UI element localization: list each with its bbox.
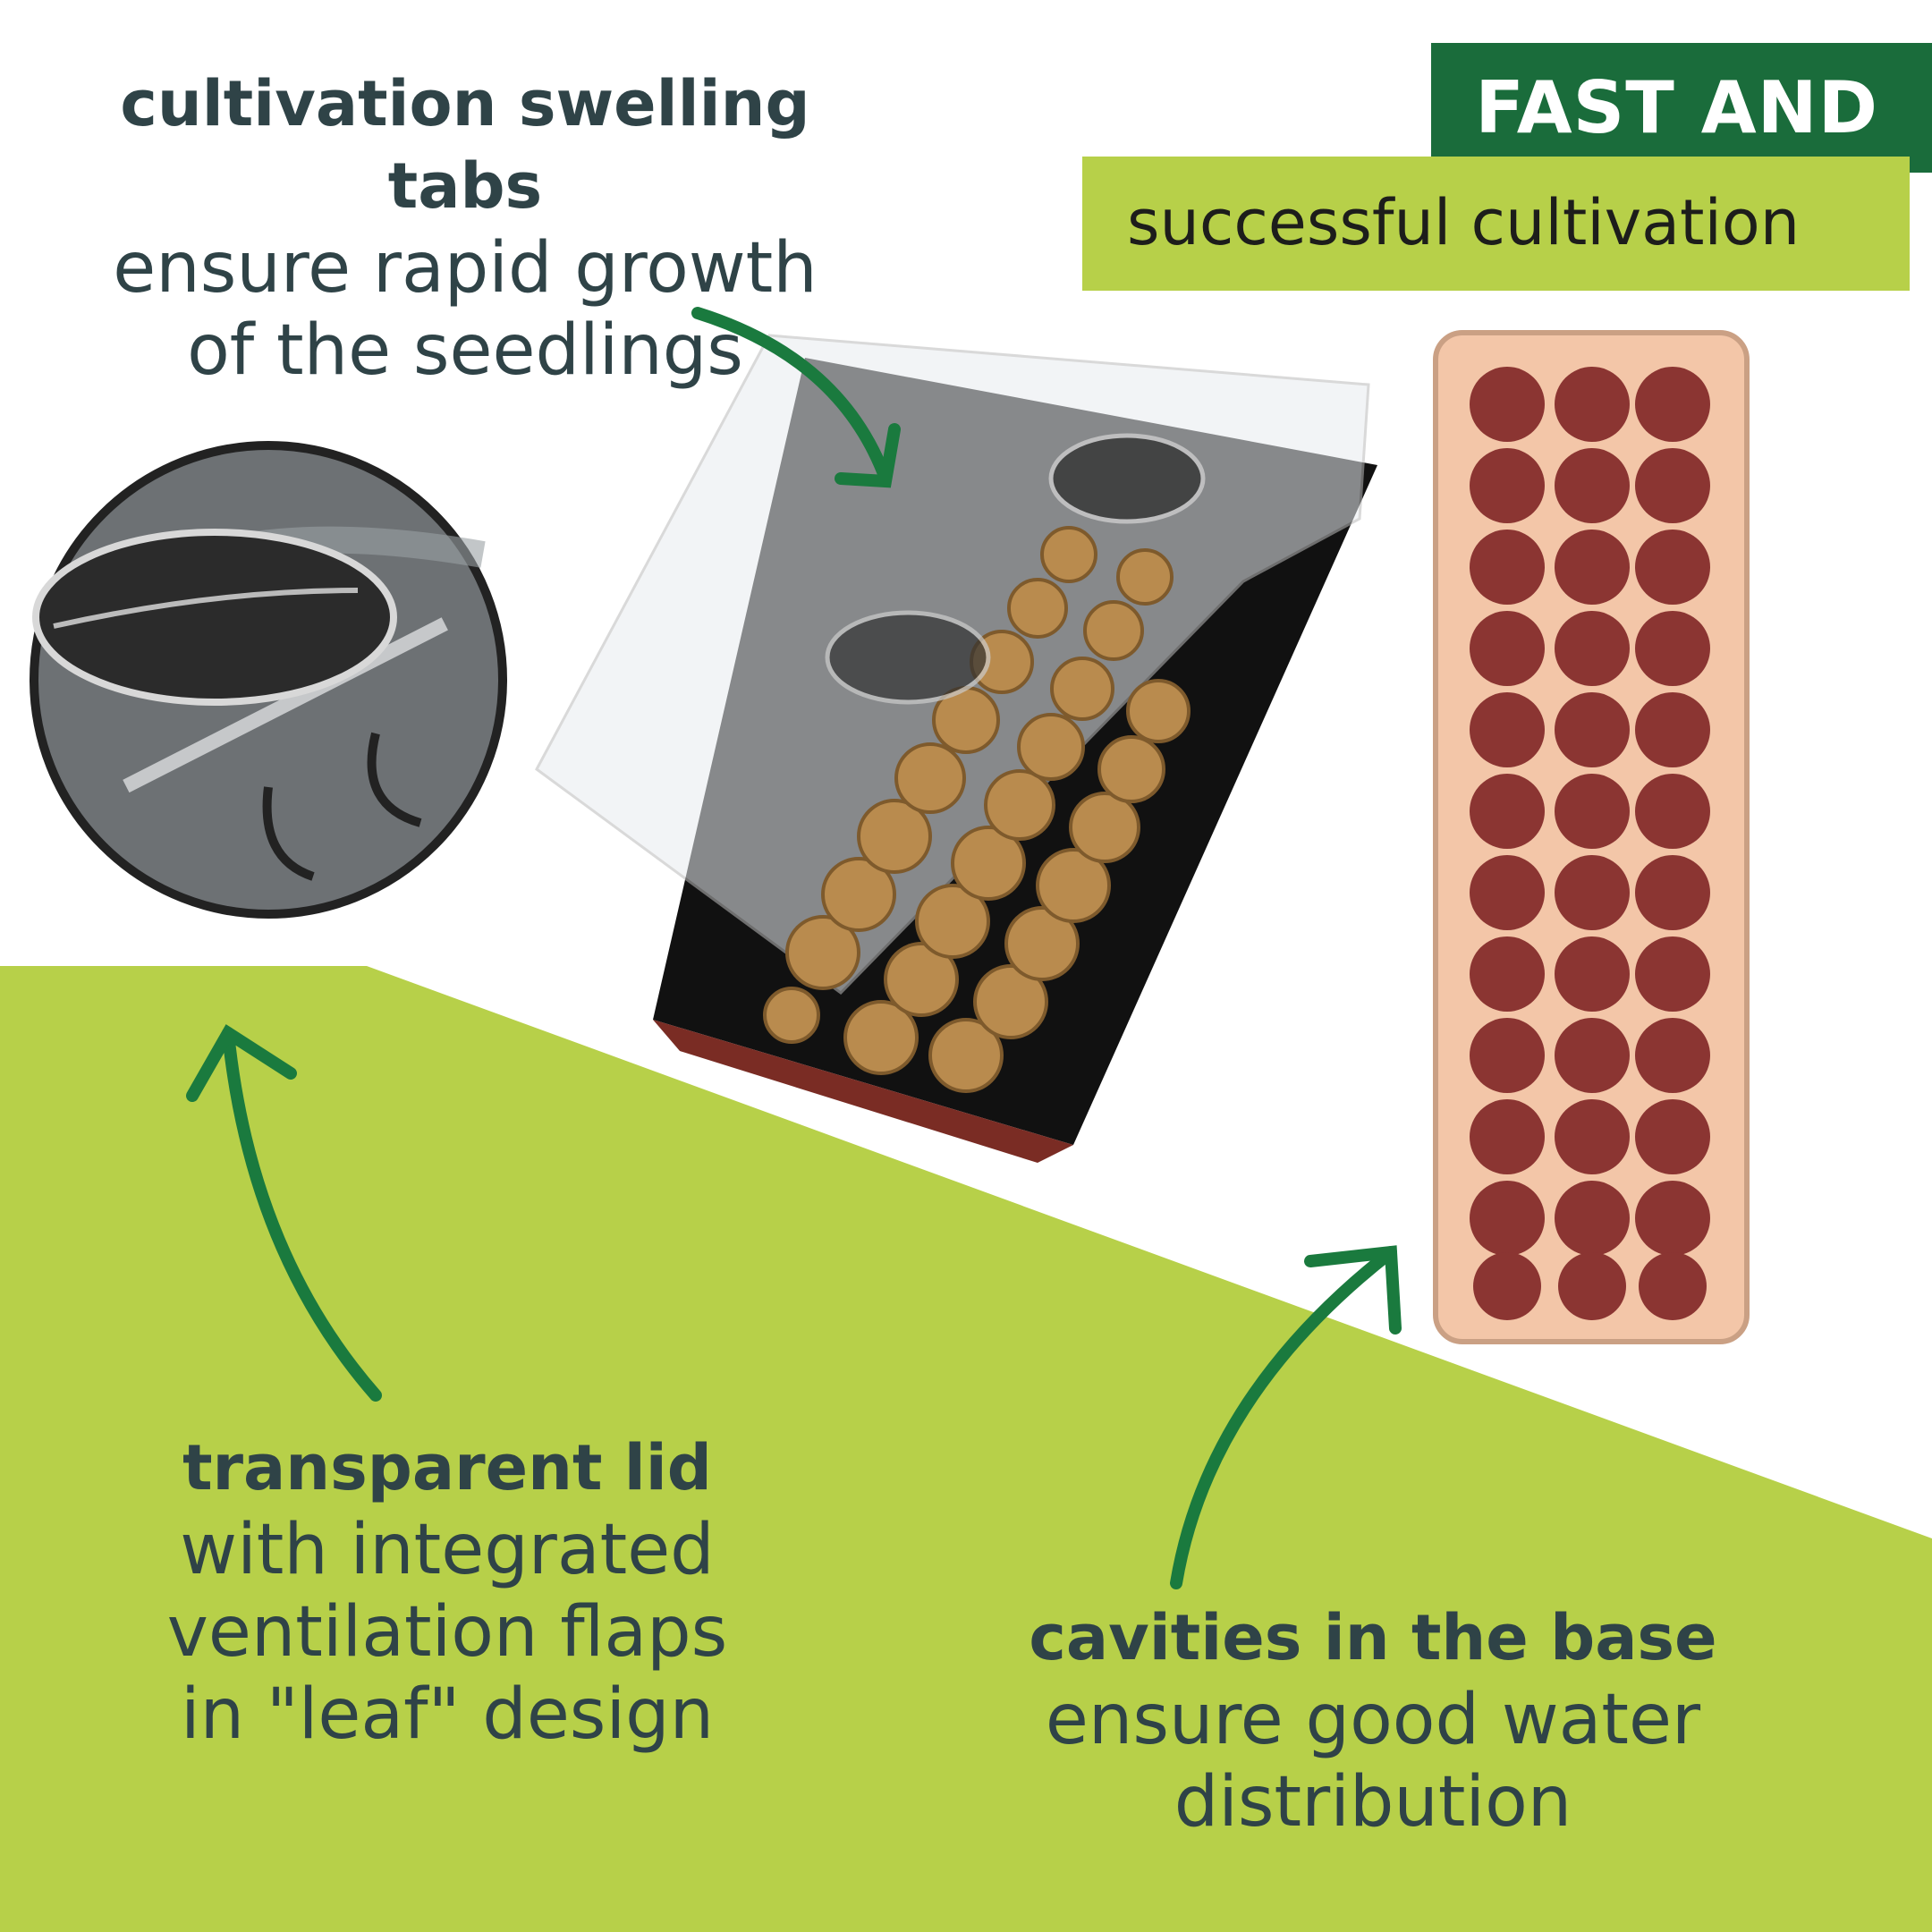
tray-base-top-view	[1433, 330, 1750, 1344]
callout-transparent-lid: transparent lid with integrated ventilat…	[134, 1427, 760, 1756]
arrow-to-tabs	[691, 307, 901, 488]
arrow-to-lid-detail	[186, 1024, 382, 1402]
callout-base-title: cavities in the base	[1029, 1601, 1717, 1674]
lid-detail-circle	[30, 441, 507, 919]
callout-lid-title: transparent lid	[182, 1431, 712, 1504]
green-background-shape	[0, 966, 1932, 1932]
banner-line1: FAST AND	[1475, 66, 1878, 149]
banner-line2: successful cultivation	[1127, 186, 1801, 259]
callout-base-cavities: cavities in the base ensure good water d…	[1024, 1597, 1722, 1843]
banner-successful-cultivation: successful cultivation	[1082, 157, 1910, 291]
callout-swelling-tabs: cultivation swelling tabs ensure rapid g…	[72, 63, 859, 392]
callout-tabs-body: ensure rapid growth of the seedlings	[113, 228, 818, 391]
callout-base-body: ensure good water distribution	[1045, 1680, 1701, 1843]
arrow-to-base	[1170, 1245, 1402, 1589]
callout-tabs-title: cultivation swelling tabs	[120, 67, 810, 223]
seed-tray-with-lid	[535, 334, 1377, 1163]
banner-fast-and: FAST AND	[1431, 43, 1932, 173]
callout-lid-body: with integrated ventilation flaps in "le…	[166, 1510, 728, 1755]
